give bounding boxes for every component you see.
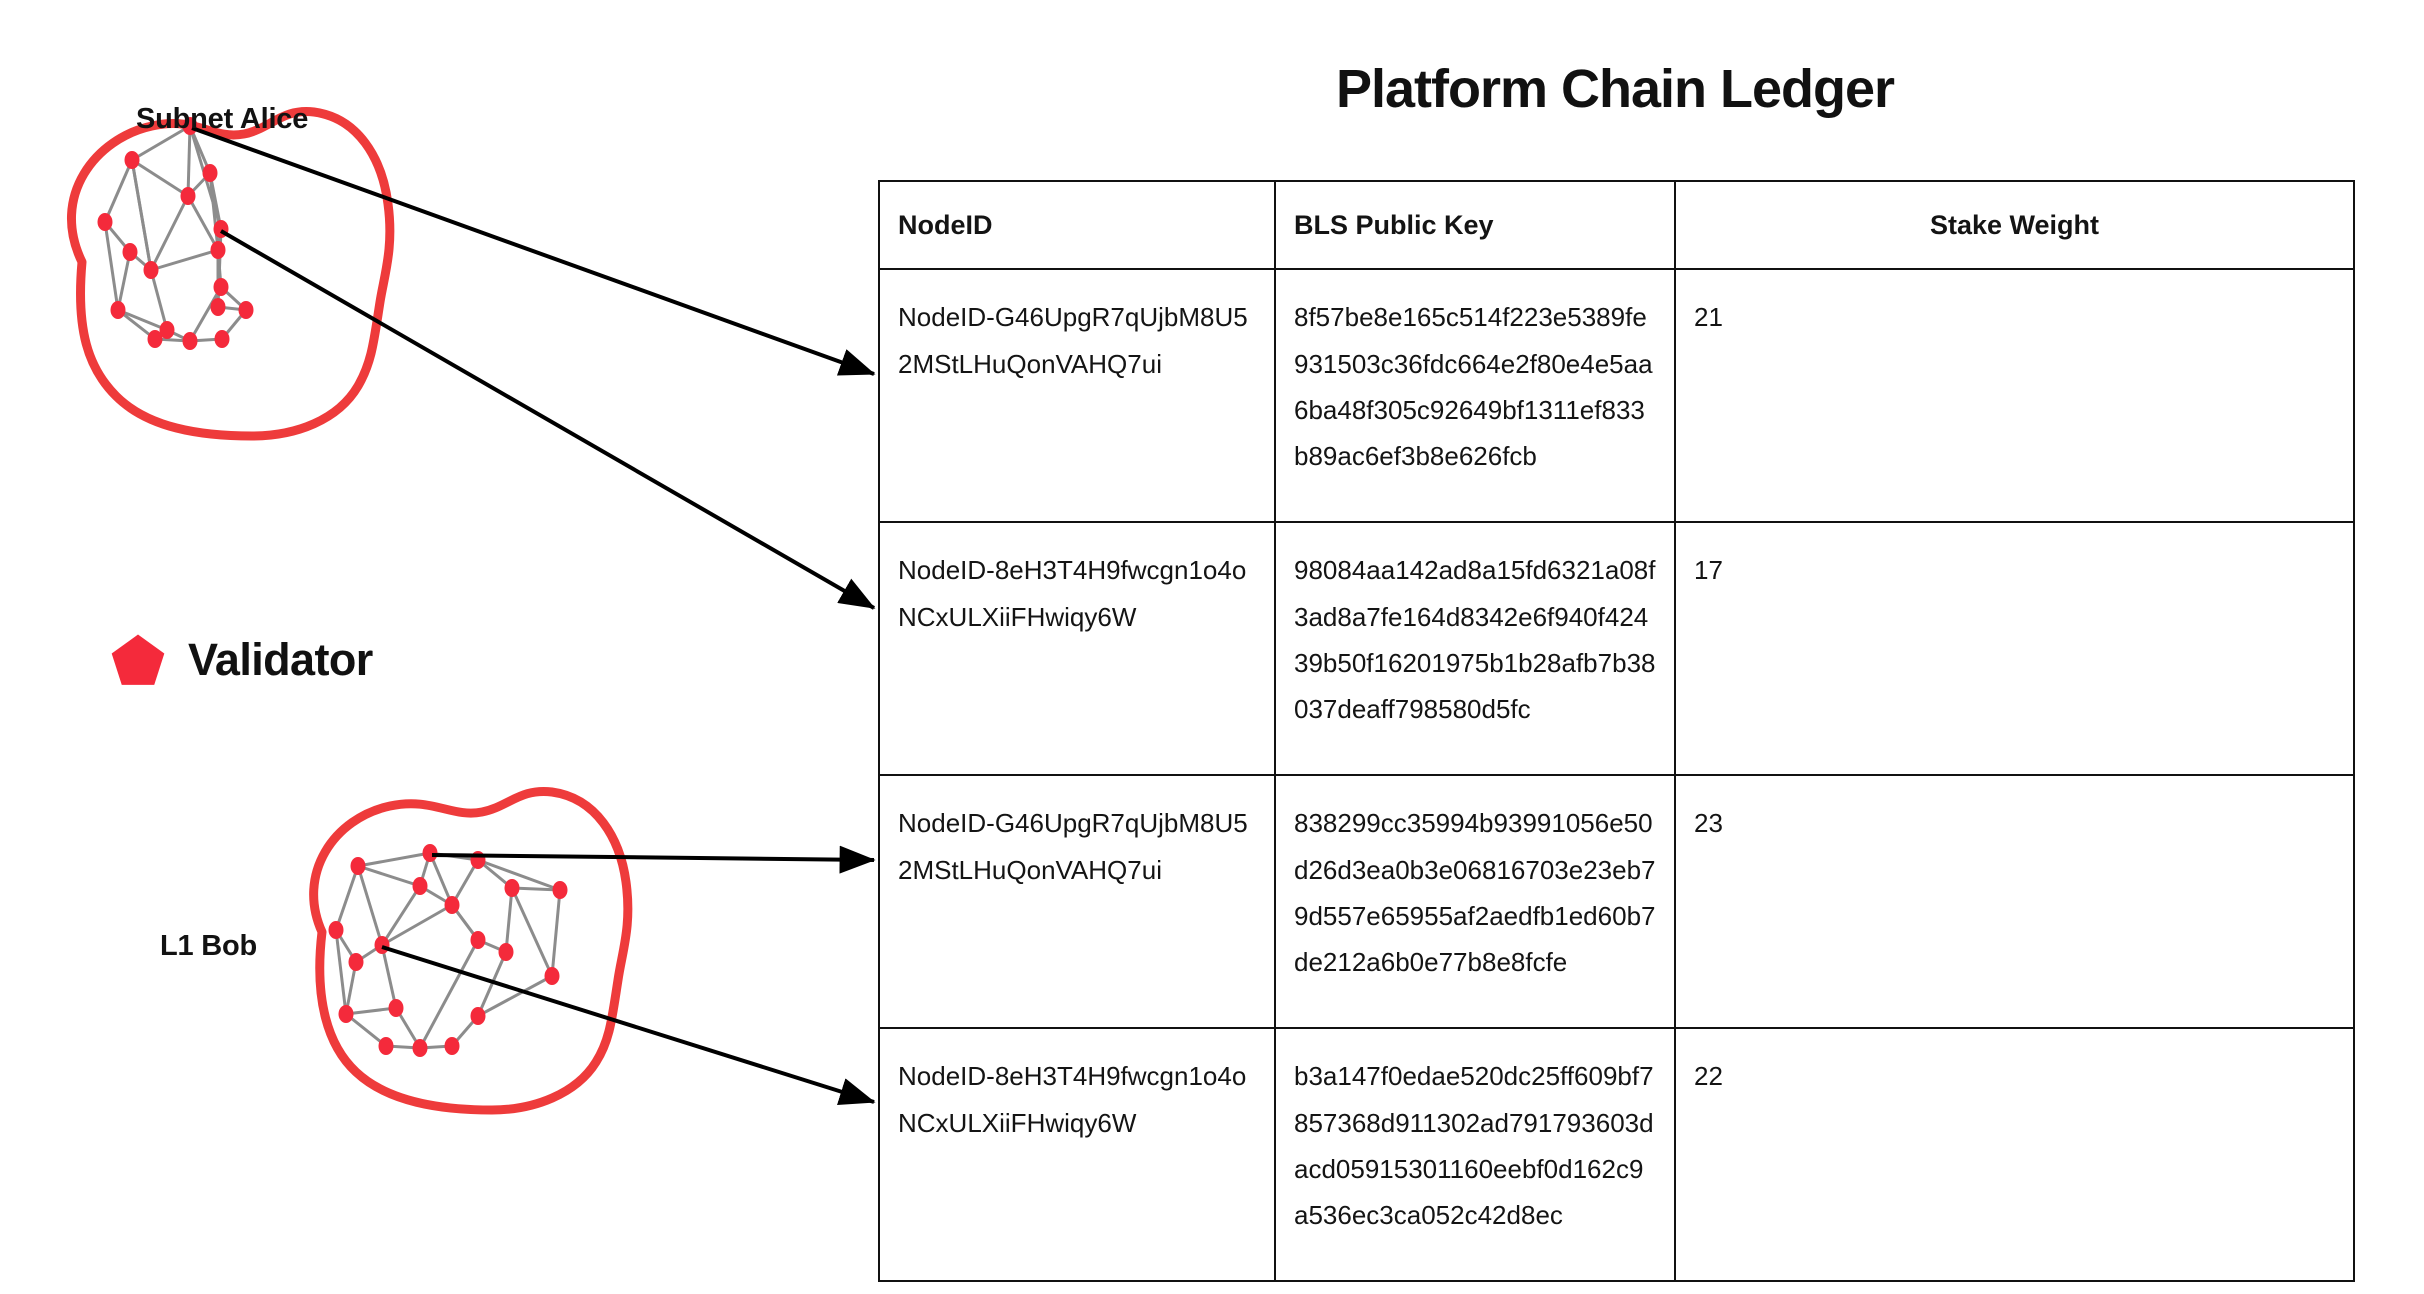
validator-node — [504, 879, 520, 897]
l1-bob-validator-nodes — [328, 844, 568, 1057]
page-title: Platform Chain Ledger — [1335, 59, 1895, 119]
table-header-row: NodeID BLS Public Key Stake Weight — [878, 179, 2355, 271]
validator-node — [498, 943, 514, 961]
validator-node — [350, 857, 366, 875]
validator-node — [147, 330, 163, 348]
subnet-alice-label: Subnet Alice — [136, 103, 309, 135]
validator-node — [328, 921, 344, 939]
column-header-nodeid: NodeID — [878, 179, 1276, 271]
validator-node — [348, 953, 364, 971]
validator-node — [544, 967, 560, 985]
validator-node — [143, 261, 159, 279]
validator-node — [444, 1037, 460, 1055]
validator-node — [378, 1037, 394, 1055]
l1-bob-label: L1 Bob — [160, 930, 258, 962]
validator-node — [202, 164, 218, 182]
validator-node — [374, 936, 390, 954]
validator-node — [159, 321, 175, 339]
cell-stake-weight: 22 — [1674, 1027, 2355, 1283]
table-row: NodeID-G46UpgR7qUjbM8U52MStLHuQonVAHQ7ui… — [878, 268, 2355, 524]
l1-bob-group — [309, 786, 633, 1115]
validator-node — [338, 1005, 354, 1023]
subnet-alice-blob-outline — [67, 107, 395, 441]
validator-node — [412, 877, 428, 895]
validator-node — [444, 896, 460, 914]
diagram-canvas — [67, 107, 876, 1115]
cell-stake-weight: 23 — [1674, 774, 2355, 1030]
cell-nodeid: NodeID-G46UpgR7qUjbM8U52MStLHuQonVAHQ7ui — [878, 268, 1276, 524]
arrow-bob-to-row4 — [381, 945, 876, 1106]
ledger-panel: Platform Chain Ledger NodeID BLS Public … — [870, 0, 2424, 1294]
validator-legend: Validator — [110, 632, 373, 688]
cell-nodeid: NodeID-G46UpgR7qUjbM8U52MStLHuQonVAHQ7ui — [878, 774, 1276, 1030]
validator-node — [213, 278, 229, 296]
cell-stake-weight: 17 — [1674, 521, 2355, 777]
l1-bob-blob-outline — [309, 786, 633, 1115]
cell-bls-public-key: b3a147f0edae520dc25ff609bf7857368d911302… — [1274, 1027, 1676, 1283]
cell-nodeid: NodeID-8eH3T4H9fwcgn1o4oNCxULXiiFHwiqy6W — [878, 1027, 1276, 1283]
cell-nodeid: NodeID-8eH3T4H9fwcgn1o4oNCxULXiiFHwiqy6W — [878, 521, 1276, 777]
subnet-alice-validator-nodes — [97, 117, 254, 350]
arrow-alice-to-row2 — [220, 229, 876, 610]
validator-node — [470, 931, 486, 949]
validator-node — [552, 881, 568, 899]
pentagon-icon — [111, 634, 165, 685]
validator-node — [214, 330, 230, 348]
validator-node — [412, 1039, 428, 1057]
validator-node — [122, 243, 138, 261]
column-header-stake-weight: Stake Weight — [1674, 179, 2355, 271]
arrow-bob-to-row3 — [431, 845, 876, 874]
validator-ledger-table: NodeID BLS Public Key Stake Weight NodeI… — [878, 179, 2355, 1283]
table-row: NodeID-G46UpgR7qUjbM8U52MStLHuQonVAHQ7ui… — [878, 774, 2355, 1030]
arrow-alice-to-row1 — [191, 126, 876, 376]
network-diagram-panel: Subnet Alice L1 Bob Validator — [0, 0, 880, 1294]
validator-node — [182, 332, 198, 350]
validator-node — [422, 844, 438, 862]
validator-node — [110, 301, 126, 319]
cell-stake-weight: 21 — [1674, 268, 2355, 524]
validator-node — [210, 241, 226, 259]
table-row: NodeID-8eH3T4H9fwcgn1o4oNCxULXiiFHwiqy6W… — [878, 1027, 2355, 1283]
cell-bls-public-key: 98084aa142ad8a15fd6321a08f3ad8a7fe164d83… — [1274, 521, 1676, 777]
validator-node — [470, 1007, 486, 1025]
table-row: NodeID-8eH3T4H9fwcgn1o4oNCxULXiiFHwiqy6W… — [878, 521, 2355, 777]
subnet-alice-group — [67, 107, 395, 441]
validator-node — [180, 187, 196, 205]
column-header-bls-public-key: BLS Public Key — [1274, 179, 1676, 271]
validator-node — [388, 999, 404, 1017]
cell-bls-public-key: 8f57be8e165c514f223e5389fe931503c36fdc66… — [1274, 268, 1676, 524]
cell-bls-public-key: 838299cc35994b93991056e50d26d3ea0b3e0681… — [1274, 774, 1676, 1030]
validator-legend-label: Validator — [188, 634, 373, 685]
l1-bob-edges — [334, 851, 562, 1050]
validator-node — [210, 298, 226, 316]
validator-node — [238, 301, 254, 319]
connector-arrows — [191, 126, 876, 1106]
validator-node — [97, 213, 113, 231]
validator-node — [124, 151, 140, 169]
